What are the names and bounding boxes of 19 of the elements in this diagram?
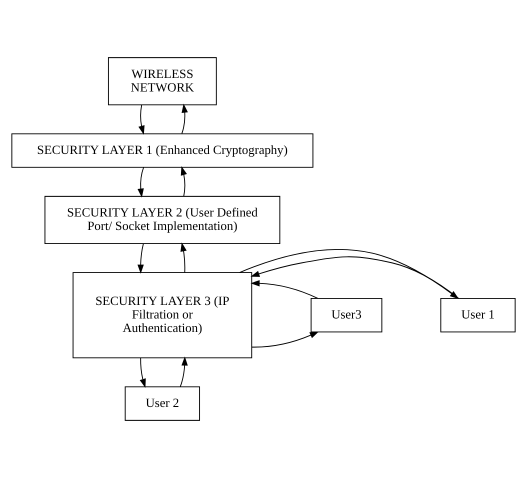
arrow [180,356,188,386]
arrow [181,103,188,134]
node-box: User 1 [440,297,516,332]
arrow [180,242,187,272]
arrow [250,256,459,298]
node-box: WIRELESS NETWORK [108,56,217,105]
arrow [250,280,318,298]
node-box: SECURITY LAYER 1 (Enhanced Cryptography) [11,132,314,168]
node-box: User3 [310,297,382,332]
arrow [239,248,459,299]
arrow [138,104,145,134]
arrow [137,242,144,274]
node-box: SECURITY LAYER 2 (User Defined Port/ Socket Implementation) [44,195,280,244]
arrow [140,356,146,388]
arrow [251,330,319,348]
arrow [138,166,144,198]
node-box: SECURITY LAYER 3 (IP Filtration or Authentication) [72,272,252,358]
node-box: User 2 [124,386,200,420]
arrow [180,166,187,196]
